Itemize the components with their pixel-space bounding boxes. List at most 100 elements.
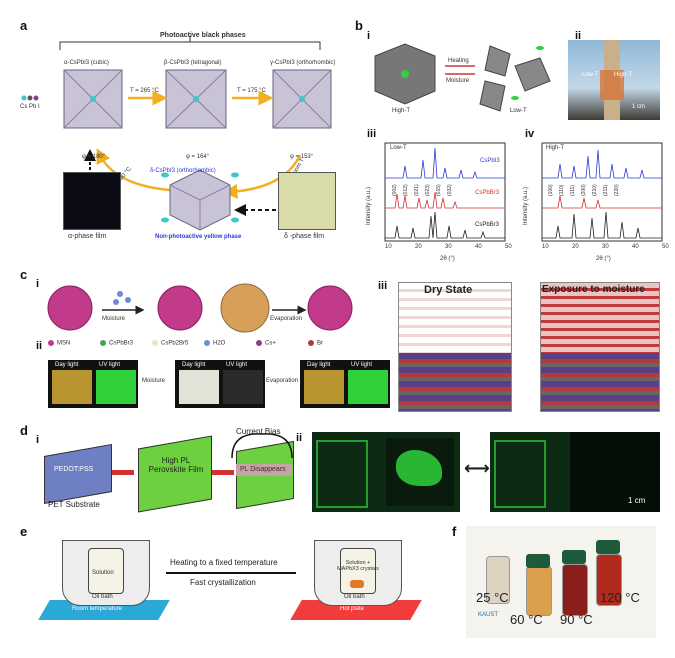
panel-b-letter: b: [355, 18, 363, 33]
film-uv-after: [348, 370, 388, 404]
temp-25: 25 °C: [476, 590, 509, 605]
film-day-after: [304, 370, 344, 404]
panel-d-ii: ii: [296, 432, 303, 444]
xtick-label: 40: [632, 244, 639, 250]
peak-label: (023): [425, 184, 431, 196]
vials-photo: [466, 526, 656, 638]
film-uv-before: [96, 370, 136, 404]
legend-item: MSN: [48, 340, 70, 347]
delta-title: δ-CsPbI3 (orthorhombic): [150, 168, 216, 174]
exposure-title: Exposure to moisture: [542, 284, 645, 295]
uv-label-3: UV light: [351, 362, 373, 368]
panel-a-figure: [21, 36, 332, 231]
beta-title: β-CsPbI3 (tetragonal): [164, 60, 222, 66]
iii-ylabel: Intensity (a.u.): [366, 186, 372, 225]
dry-state-title: Dry State: [424, 284, 473, 296]
iii-series-3: CsPbBr3: [475, 222, 500, 228]
panel-b-iv: iv: [525, 128, 535, 140]
peak-label: (111): [570, 185, 576, 196]
moisture-ii-label: Moisture: [142, 378, 166, 384]
panel-c-ii: ii: [36, 340, 43, 352]
peak-label: (012): [403, 184, 409, 196]
peak-label: (110): [559, 184, 565, 196]
delta-film-label: δ -phase film: [284, 233, 325, 240]
delta-crystal: [161, 169, 239, 231]
temp-60: 60 °C: [510, 612, 543, 627]
film-day-moisture: [179, 370, 219, 404]
disappear-band: [236, 464, 292, 476]
brace: [59, 36, 321, 50]
pl-photo-on: [312, 432, 460, 512]
iv-ylabel: Intensity (a.u.): [523, 186, 529, 225]
uv-label-2: UV light: [226, 362, 248, 368]
pedot-block: [44, 444, 112, 504]
xtick-label: 30: [445, 244, 452, 250]
xrd-iii-chart: [384, 142, 506, 242]
high-t-label: High-T: [392, 108, 411, 114]
low-t-label: Low-T: [510, 108, 527, 114]
legend-item: Cs+: [256, 340, 276, 347]
xrd-trace: [542, 211, 662, 239]
heating-e-label: Heating to a fixed temperature: [170, 558, 278, 567]
t2-label: T = 175 °C: [237, 88, 266, 94]
xrd-trace: [385, 191, 505, 209]
peak-label: (100): [548, 184, 554, 196]
phi3-label: φ = 153°: [290, 154, 314, 160]
arrow-d2: [212, 470, 234, 475]
heating-label: Heating: [448, 58, 469, 64]
peak-label: (210): [592, 184, 598, 196]
solution2-label: Solution + MAPbX3 crystals: [337, 560, 379, 572]
exposure-box: [540, 282, 660, 412]
pl-scale: 1 cm: [628, 496, 646, 505]
high-pl-block: [138, 435, 212, 513]
pet-label: PET Substrate: [48, 500, 100, 509]
temp-90: 90 °C: [560, 612, 593, 627]
day-label-1: Day light: [55, 362, 79, 368]
bias-loop: [231, 433, 293, 459]
film-day-before: [52, 370, 92, 404]
xrd-trace: [385, 211, 505, 239]
temp-120: 120 °C: [600, 590, 640, 605]
dry-state-box: [398, 282, 512, 412]
gamma-title: γ-CsPbI3 (orthorhombic): [270, 60, 336, 66]
pedot-label: PEDOT:PSS: [54, 466, 94, 473]
legend-item: H2O: [204, 340, 225, 347]
t1-label: T = 265 °C: [130, 88, 159, 94]
photo-low-label: Low-T: [582, 72, 599, 78]
vial-left: [88, 548, 124, 594]
panel-d-letter: d: [20, 423, 28, 438]
panel-f-letter: f: [452, 524, 457, 539]
panel-c-i: i: [36, 278, 40, 290]
iii-series-1: CsPbI3: [480, 158, 500, 164]
xrd-trace: [542, 195, 662, 209]
high-pl-label: High PL Perovskite Film: [148, 456, 204, 474]
iii-xlabel: 2θ (°): [440, 256, 455, 262]
panel-b-i: i: [367, 30, 371, 42]
kaust-label: KAUST: [478, 612, 499, 618]
panel-b-i-figure: [374, 43, 551, 112]
oil2-label: Oil bath: [344, 594, 365, 600]
xrd-trace: [542, 149, 662, 179]
uv-label-1: UV light: [99, 362, 121, 368]
peak-label: (032): [447, 184, 453, 196]
alpha-film-label: α-phase film: [68, 233, 107, 240]
panel-b-iii: iii: [367, 128, 377, 140]
peak-label: (015): [436, 184, 442, 196]
crystal-blob: [350, 580, 364, 588]
iii-title: Low-T: [390, 145, 407, 151]
delta-film: [278, 172, 336, 230]
evaporation-c-label: Evaporation: [270, 316, 303, 322]
legend-item: Br: [308, 340, 323, 347]
xtick-label: 40: [475, 244, 482, 250]
moisture-label-b: Moisture: [446, 78, 470, 84]
peak-label: (200): [581, 184, 587, 196]
day-label-3: Day light: [307, 362, 331, 368]
panel-c-i-figure: [47, 283, 353, 333]
gamma-crystal: [272, 69, 332, 129]
alpha-film: [63, 172, 121, 230]
xtick-label: 50: [505, 244, 512, 250]
moisture-c-label: Moisture: [102, 316, 126, 322]
iv-xlabel: 2θ (°): [596, 256, 611, 262]
xtick-label: 10: [385, 244, 392, 250]
vial-right: [340, 548, 376, 594]
